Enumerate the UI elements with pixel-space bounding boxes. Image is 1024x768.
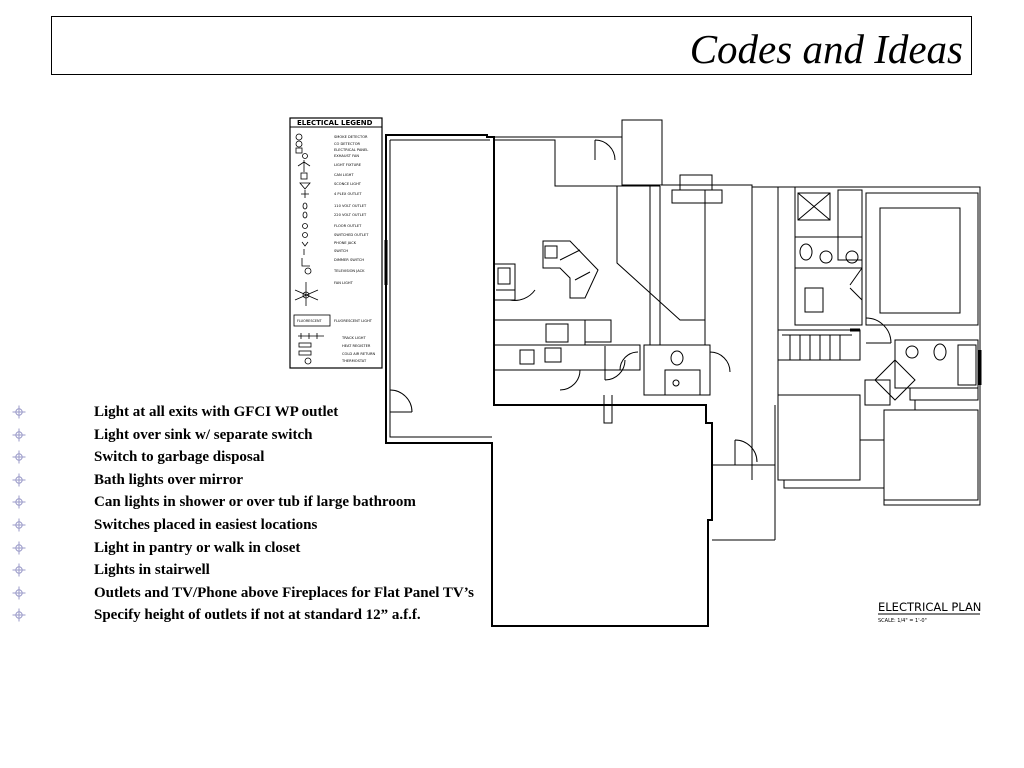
legend-item: THERMOSTAT	[341, 359, 367, 363]
crosshair-circle-icon	[12, 563, 26, 577]
title-box: Codes and Ideas	[51, 16, 972, 75]
legend-item: CO DETECTOR	[334, 142, 361, 146]
legend-item: TRACK LIGHT	[341, 336, 366, 340]
bullet-text: Light over sink w/ separate switch	[94, 426, 313, 443]
legend-item: FLOOR OUTLET	[334, 224, 362, 228]
legend-item: TELEVISION JACK	[333, 269, 365, 273]
legend-item: CAN LIGHT	[334, 173, 354, 177]
crosshair-circle-icon	[12, 541, 26, 555]
bullet-text: Outlets and TV/Phone above Fireplaces fo…	[94, 584, 475, 601]
legend-item: SWITCHED OUTLET	[334, 233, 369, 237]
legend-symbols	[293, 133, 331, 365]
bullet-item: Outlets and TV/Phone above Fireplaces fo…	[12, 585, 482, 602]
bullet-item: Bath lights over mirror	[12, 472, 482, 489]
bullet-text: Bath lights over mirror	[94, 471, 244, 488]
legend-item: LIGHT FIXTURE	[334, 163, 362, 167]
legend-item: SWITCH	[334, 249, 348, 253]
crosshair-circle-icon	[12, 518, 26, 532]
bullet-item: Can lights in shower or over tub if larg…	[12, 494, 482, 511]
legend-item: 4 PLEX OUTLET	[334, 192, 362, 196]
crosshair-circle-icon	[12, 586, 26, 600]
legend-item: ELECTRICAL PANEL	[334, 148, 368, 152]
bullet-text: Lights in stairwell	[94, 562, 210, 579]
plan-outer-wall	[385, 134, 713, 627]
crosshair-circle-icon	[12, 405, 26, 419]
bullet-item: Specify height of outlets if not at stan…	[12, 607, 482, 624]
legend-item: HEAT REGISTER	[342, 344, 371, 348]
bullet-item: Switches placed in easiest locations	[12, 517, 482, 534]
bullet-text: Light in pantry or walk in closet	[94, 539, 301, 556]
kitchen-island	[542, 240, 599, 299]
legend-item: SCONCE LIGHT	[334, 182, 362, 186]
legend-title: ELECTICAL LEGEND	[297, 119, 373, 127]
plan-label: ELECTRICAL PLAN	[878, 600, 981, 614]
crosshair-circle-icon	[12, 473, 26, 487]
crosshair-circle-icon	[12, 428, 26, 442]
crosshair-circle-icon	[12, 608, 26, 622]
plan-scale: SCALE: 1/4" = 1'-0"	[878, 618, 927, 624]
bullet-item: Light in pantry or walk in closet	[12, 540, 482, 557]
legend-item: 220 VOLT OUTLET	[334, 213, 367, 217]
bullet-text: Can lights in shower or over tub if larg…	[94, 494, 416, 511]
crosshair-circle-icon	[12, 450, 26, 464]
bullet-text: Switch to garbage disposal	[94, 449, 265, 466]
legend-item: 110 VOLT OUTLET	[334, 204, 367, 208]
legend-box	[289, 117, 383, 369]
bullet-item: Lights in stairwell	[12, 562, 482, 579]
slide-title: Codes and Ideas	[689, 26, 963, 72]
legend-item: FAN LIGHT	[334, 281, 354, 285]
bullet-item: Switch to garbage disposal	[12, 449, 482, 466]
electrical-floor-plan: ELECTICAL LEGEND SMOKE DETECTOR CO DETEC…	[289, 117, 982, 627]
bullet-item: Light at all exits with GFCI WP outlet	[12, 404, 482, 421]
legend-item: DIMMER SWITCH	[334, 258, 364, 262]
legend-fluorescent-box: FLUORESCENT	[297, 319, 323, 323]
bullet-text: Light at all exits with GFCI WP outlet	[94, 404, 339, 420]
crosshair-circle-icon	[12, 495, 26, 509]
legend-item: PHONE JACK	[334, 241, 357, 245]
bullet-text: Switches placed in easiest locations	[94, 516, 318, 533]
bullet-text: Specify height of outlets if not at stan…	[94, 607, 421, 624]
legend-item: SMOKE DETECTOR	[334, 135, 368, 139]
legend-item: FLUORESCENT LIGHT	[334, 319, 373, 323]
bullet-list: Light at all exits with GFCI WP outlet L…	[12, 404, 482, 630]
bullet-item: Light over sink w/ separate switch	[12, 427, 482, 444]
legend-item: COLD AIR RETURN	[342, 352, 375, 356]
legend-item: EXHAUST FAN	[334, 154, 359, 158]
